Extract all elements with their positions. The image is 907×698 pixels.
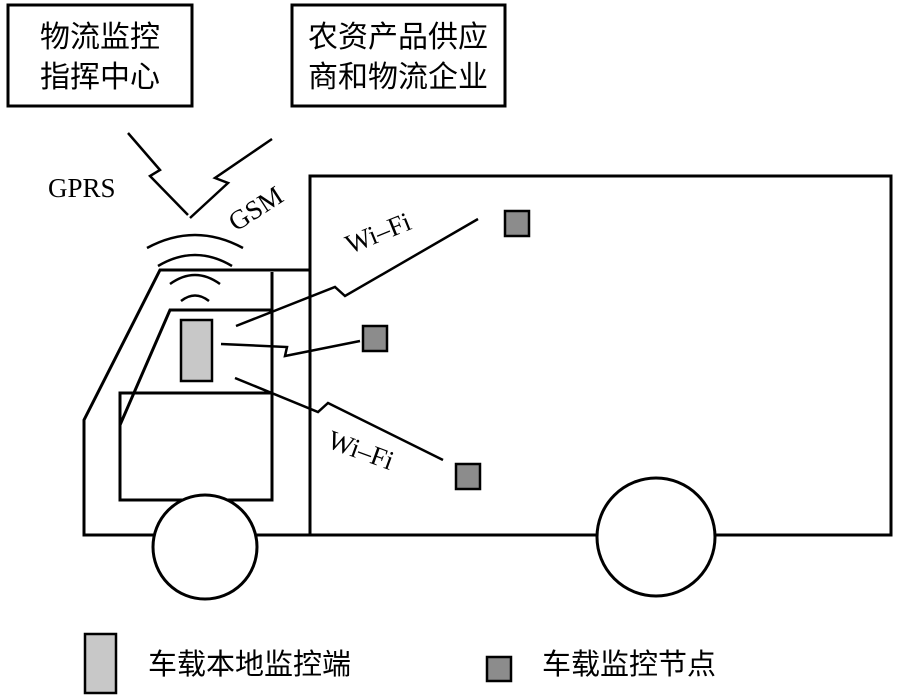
monitor-node-top xyxy=(503,209,531,238)
command-center-line2: 指挥中心 xyxy=(40,60,160,95)
monitor-node-bottom xyxy=(454,462,482,491)
legend: 车载本地监控端 车载监控节点 xyxy=(83,632,716,695)
legend-node-label: 车载监控节点 xyxy=(542,647,716,681)
gprs-lightning-icon xyxy=(127,132,189,216)
gsm-label: GSM xyxy=(223,180,288,237)
cab-door xyxy=(118,393,274,502)
wifi-top-lightning-icon xyxy=(235,217,479,328)
gsm-lightning-icon xyxy=(189,137,273,219)
supplier-line2: 商和物流企业 xyxy=(308,60,488,95)
wifi-bottom-lightning-icon xyxy=(234,376,444,462)
monitor-node-mid xyxy=(361,324,389,353)
command-center-line1: 物流监控 xyxy=(40,20,160,55)
command-center-box: 物流监控 指挥中心 xyxy=(6,3,194,108)
supplier-line1: 农资产品供应 xyxy=(308,20,488,55)
gprs-label: GPRS xyxy=(48,173,116,203)
legend-node-swatch xyxy=(485,655,513,683)
legend-terminal-swatch xyxy=(83,632,118,695)
wifi-top-label: Wi–Fi xyxy=(341,206,415,259)
front-wheel xyxy=(151,493,259,601)
antenna-signal-icon xyxy=(146,233,244,303)
wifi-mid-lightning-icon xyxy=(220,339,361,358)
local-terminal xyxy=(179,318,214,383)
legend-terminal-label: 车载本地监控端 xyxy=(148,647,351,681)
rear-wheel xyxy=(595,476,717,598)
supplier-box: 农资产品供应 商和物流企业 xyxy=(290,3,507,108)
